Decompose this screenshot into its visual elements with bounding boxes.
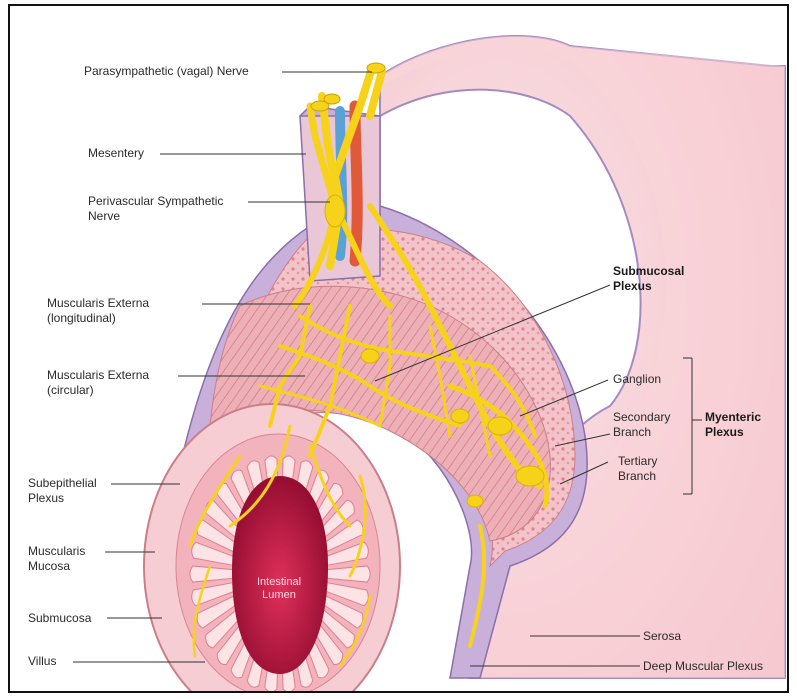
label-intestinal-lumen: Intestinal Lumen	[244, 576, 314, 602]
label-myp-line1: Myenteric	[705, 410, 761, 425]
label-lumen-line2: Lumen	[244, 589, 314, 602]
label-tb-line1: Tertiary	[618, 454, 657, 469]
label-mm-line2: Mucosa	[28, 559, 85, 574]
label-mec-line2: (circular)	[47, 383, 149, 398]
vein-vessel	[340, 111, 342, 256]
label-myenteric-plexus: Myenteric Plexus	[705, 410, 761, 440]
label-sp-line2: Plexus	[28, 491, 97, 506]
label-mesentery: Mesentery	[88, 146, 144, 161]
label-perivascular-line1: Perivascular Sympathetic	[88, 194, 223, 209]
label-tertiary-branch: Tertiary Branch	[618, 454, 657, 484]
diagram-frame: Parasympathetic (vagal) Nerve Mesentery …	[8, 4, 789, 693]
label-ganglion: Ganglion	[613, 372, 661, 387]
label-mel-line2: (longitudinal)	[47, 311, 149, 326]
label-muscularis-externa-longitudinal: Muscularis Externa (longitudinal)	[47, 296, 149, 326]
label-sb-line1: Secondary	[613, 410, 670, 425]
label-parasympathetic: Parasympathetic (vagal) Nerve	[84, 64, 249, 79]
label-serosa: Serosa	[643, 629, 681, 644]
label-perivascular: Perivascular Sympathetic Nerve	[88, 194, 223, 224]
label-muscularis-mucosa: Muscularis Mucosa	[28, 544, 85, 574]
label-secondary-branch: Secondary Branch	[613, 410, 670, 440]
label-mec-line1: Muscularis Externa	[47, 368, 149, 383]
label-sp-line1: Subepithelial	[28, 476, 97, 491]
label-subepithelial-plexus: Subepithelial Plexus	[28, 476, 97, 506]
intestine-illustration	[10, 6, 787, 691]
label-mm-line1: Muscularis	[28, 544, 85, 559]
label-submucosal-plexus: Submucosal Plexus	[613, 264, 684, 294]
label-submucosa: Submucosa	[28, 611, 91, 626]
label-deep-muscular-plexus: Deep Muscular Plexus	[643, 659, 763, 674]
label-smp-line1: Submucosal	[613, 264, 684, 279]
label-lumen-line1: Intestinal	[244, 576, 314, 589]
label-smp-line2: Plexus	[613, 279, 684, 294]
label-mel-line1: Muscularis Externa	[47, 296, 149, 311]
label-perivascular-line2: Nerve	[88, 209, 223, 224]
label-myp-line2: Plexus	[705, 425, 761, 440]
label-sb-line2: Branch	[613, 425, 670, 440]
label-muscularis-externa-circular: Muscularis Externa (circular)	[47, 368, 149, 398]
label-villus: Villus	[28, 654, 56, 669]
label-tb-line2: Branch	[618, 469, 657, 484]
